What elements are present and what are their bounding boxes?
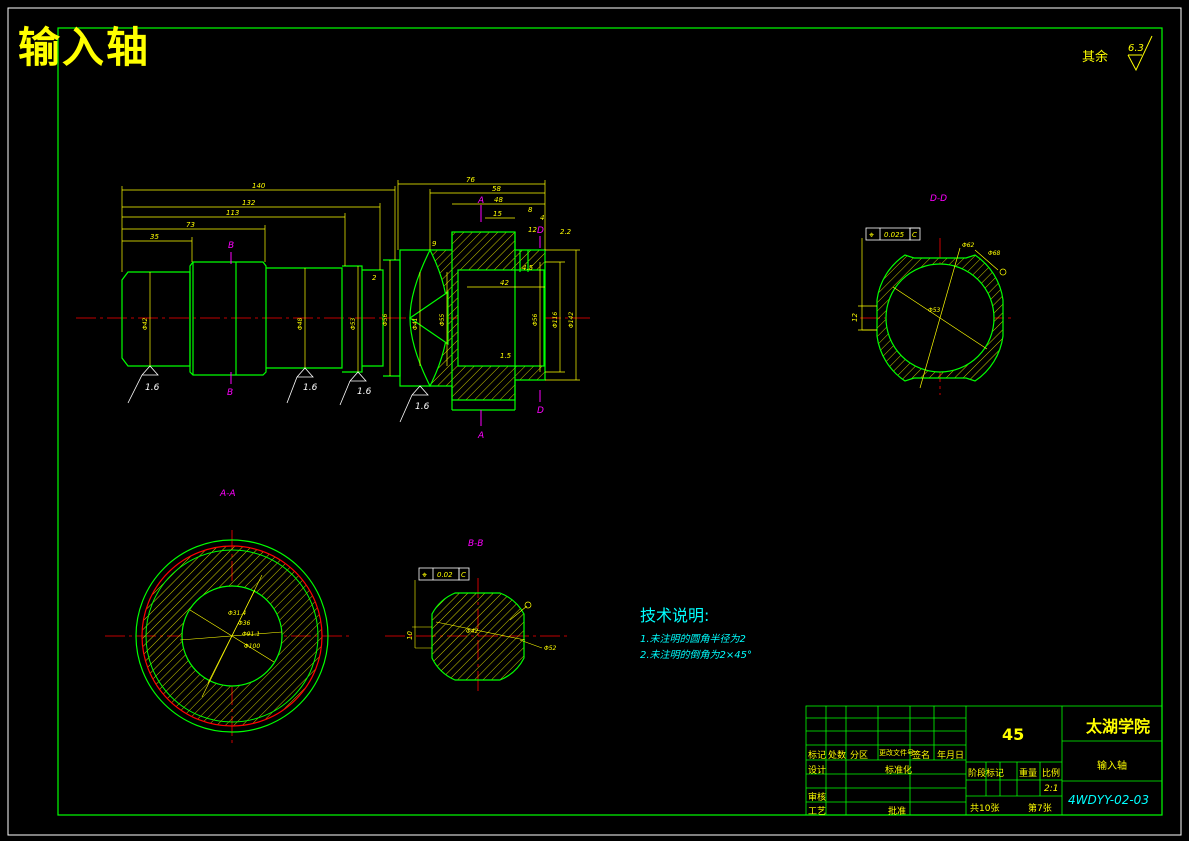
tech-notes-title: 技术说明: bbox=[640, 606, 710, 625]
dim-132: 132 bbox=[242, 199, 256, 207]
bb-tol-value: 0.02 bbox=[437, 571, 453, 579]
tb-part-name: 输入轴 bbox=[1097, 761, 1127, 772]
dd-datum: C bbox=[912, 231, 917, 239]
diam-41: Φ41 bbox=[412, 318, 419, 330]
tb-material: 45 bbox=[1002, 725, 1025, 744]
tb-standard: 标准化 bbox=[885, 766, 913, 776]
dd-dim-62: Φ62 bbox=[962, 242, 975, 249]
inner-frame bbox=[57, 27, 1163, 816]
aa-view: A-A Φ31.4 Φ36 Φ91.1 Φ100 bbox=[105, 489, 350, 745]
tb-approve: 批准 bbox=[888, 807, 907, 817]
diam-53: Φ53 bbox=[350, 317, 357, 330]
tech-note-1: 1.未注明的圆角半径为2 bbox=[640, 634, 746, 645]
dd-tol-symbol-icon: ⌖ bbox=[869, 231, 874, 241]
dim-9: 9 bbox=[432, 240, 437, 248]
tb-weight: 重量 bbox=[1019, 769, 1038, 779]
bb-dim-10: 10 bbox=[406, 631, 414, 640]
dim-12: 12 bbox=[528, 226, 537, 234]
bb-label: B-B bbox=[468, 539, 483, 549]
tb-col-zone: 分区 bbox=[850, 751, 869, 761]
dd-dim-68: Φ68 bbox=[988, 250, 1001, 257]
dd-label: D-D bbox=[930, 194, 947, 204]
dim-73: 73 bbox=[186, 221, 195, 229]
dim-42: 42 bbox=[500, 279, 509, 287]
dim-1-5: 1.5 bbox=[500, 352, 512, 360]
tb-scale: 2:1 bbox=[1044, 784, 1059, 794]
dim-76: 76 bbox=[466, 176, 475, 184]
tb-col-mark: 标记 bbox=[808, 751, 827, 761]
dim-2: 2 bbox=[372, 274, 377, 282]
tb-ratio: 比例 bbox=[1042, 769, 1061, 779]
diam-142: Φ142 bbox=[568, 312, 575, 328]
section-label-b-top: B bbox=[228, 241, 234, 251]
bb-tol-symbol-icon: ⌖ bbox=[422, 571, 427, 581]
dim-113: 113 bbox=[226, 209, 239, 217]
aa-dim-3: Φ91.1 bbox=[242, 631, 260, 638]
tb-process: 工艺 bbox=[808, 807, 827, 817]
tb-sheets-total: 共10张 bbox=[970, 804, 1000, 814]
bb-view: ⌖ 0.02 C B-B Φ42 Φ52 10 bbox=[385, 539, 570, 695]
roughness-note: 其余 bbox=[1082, 50, 1109, 65]
dim-15: 15 bbox=[493, 210, 502, 218]
dd-dim-53: Φ53 bbox=[928, 307, 941, 314]
drawing-title: 输入轴 bbox=[18, 23, 151, 72]
diam-55: Φ55 bbox=[439, 313, 446, 326]
diam-48: Φ48 bbox=[297, 317, 304, 330]
dim-2-2: 2.2 bbox=[560, 228, 572, 236]
bb-dim-52: Φ52 bbox=[544, 645, 557, 652]
dd-view: ⌖ 0.025 C D-D Φ62 Φ68 12 Φ53 bbox=[851, 194, 1015, 395]
outer-frame bbox=[7, 7, 1182, 836]
title-block bbox=[805, 705, 1163, 816]
rough-2: 1.6 bbox=[303, 383, 318, 393]
dim-4: 4 bbox=[540, 214, 544, 222]
aa-dim-4: Φ100 bbox=[244, 643, 260, 650]
tb-col-count: 处数 bbox=[828, 751, 847, 761]
dim-8: 8 bbox=[528, 206, 533, 214]
bb-dim-42: Φ42 bbox=[466, 628, 479, 635]
diam-116: Φ116 bbox=[552, 312, 559, 328]
aa-dim-1: Φ31.4 bbox=[228, 610, 246, 617]
tb-col-change: 更改文件号 bbox=[879, 749, 914, 757]
section-label-d-bottom: D bbox=[537, 406, 544, 416]
tb-drawing-no: 4WDYY-02-03 bbox=[1068, 793, 1149, 807]
tb-design: 设计 bbox=[808, 766, 827, 776]
roughness-symbol-icon bbox=[1127, 35, 1153, 72]
aa-label: A-A bbox=[219, 489, 236, 499]
tb-review: 审核 bbox=[808, 793, 827, 803]
section-label-b-bottom: B bbox=[227, 388, 233, 398]
tb-school: 太湖学院 bbox=[1086, 717, 1151, 736]
dim-35: 35 bbox=[150, 233, 159, 241]
rough-1: 1.6 bbox=[145, 383, 160, 393]
dim-140: 140 bbox=[252, 182, 266, 190]
diam-56b: Φ56 bbox=[532, 313, 539, 326]
dd-dim-12: 12 bbox=[851, 313, 859, 322]
dd-tol-value: 0.025 bbox=[884, 231, 905, 239]
tb-stage: 阶段标记 bbox=[968, 769, 1005, 779]
main-view: 140 132 113 73 35 76 58 48 15 8 9 4 2 42… bbox=[76, 176, 590, 441]
section-label-a-bottom: A bbox=[477, 431, 484, 441]
aa-dim-2: Φ36 bbox=[238, 620, 251, 627]
section-label-a-top: A bbox=[477, 196, 484, 206]
rough-3: 1.6 bbox=[357, 387, 372, 397]
diam-42: Φ42 bbox=[142, 317, 149, 330]
tech-note-2: 2.未注明的倒角为2×45° bbox=[640, 650, 753, 661]
dim-58: 58 bbox=[492, 185, 501, 193]
tb-col-date: 年月日 bbox=[937, 751, 965, 761]
tb-col-sign: 签名 bbox=[912, 751, 931, 761]
bb-datum: C bbox=[461, 571, 466, 579]
rough-4: 1.6 bbox=[415, 402, 430, 412]
roughness-value: 6.3 bbox=[1128, 43, 1144, 54]
tb-sheet-no: 第7张 bbox=[1028, 804, 1052, 814]
dim-4-5: 4.5 bbox=[522, 264, 534, 272]
section-label-d-top: D bbox=[537, 226, 544, 236]
dim-48: 48 bbox=[494, 196, 503, 204]
diam-56: Φ56 bbox=[382, 313, 389, 326]
